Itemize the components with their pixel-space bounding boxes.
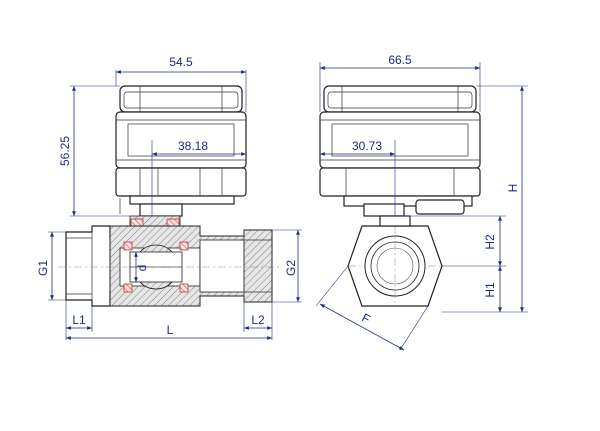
f-label: F [359, 311, 372, 327]
h1-label: H1 [483, 282, 497, 298]
h2-label: H2 [483, 234, 497, 250]
l1-label: L1 [72, 313, 86, 327]
l-label: L [167, 323, 174, 337]
front-width-label: 54.5 [169, 55, 193, 69]
side-view: 66.5 30.73 H H2 H1 F [315, 53, 528, 351]
side-hex-nut [347, 215, 443, 307]
front-dimensions: 54.5 56.25 38.18 G1 G2 d [36, 55, 302, 340]
front-actuator [115, 85, 247, 217]
l2-label: L2 [251, 313, 265, 327]
g2-label: G2 [284, 260, 298, 276]
front-valve-body [58, 225, 282, 307]
front-height-label: 56.25 [58, 136, 72, 166]
front-offset-label: 38.18 [178, 139, 208, 153]
side-dimensions: 66.5 30.73 H H2 H1 F [315, 53, 528, 351]
front-view: 54.5 56.25 38.18 G1 G2 d [36, 55, 302, 340]
h-label: H [506, 184, 520, 193]
side-actuator [319, 85, 481, 217]
side-offset-label: 30.73 [352, 139, 382, 153]
bore-label: d [135, 265, 149, 272]
side-width-label: 66.5 [388, 53, 412, 67]
g1-label: G1 [36, 260, 50, 276]
